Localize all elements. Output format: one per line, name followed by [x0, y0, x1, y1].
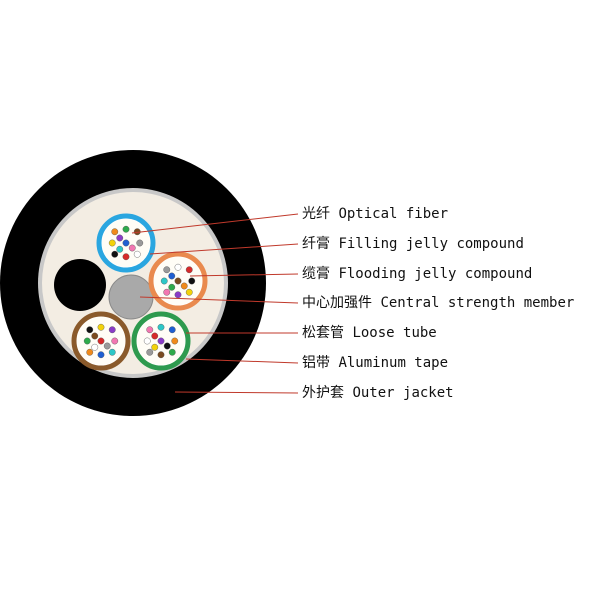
- optical-fiber: [146, 326, 154, 334]
- leader-line: [149, 243, 299, 255]
- optical-fiber: [136, 239, 144, 247]
- optical-fiber: [171, 337, 179, 345]
- leader-line: [189, 273, 299, 277]
- optical-fiber: [174, 277, 182, 285]
- optical-fiber: [91, 343, 99, 351]
- label-optical-fiber: 光纤 Optical fiber: [302, 203, 448, 225]
- optical-fiber: [151, 332, 159, 340]
- optical-fiber: [108, 326, 116, 334]
- optical-fiber: [180, 282, 188, 290]
- label-cn: 松套管: [302, 325, 344, 341]
- optical-fiber: [86, 348, 94, 356]
- label-en: Outer jacket: [352, 385, 454, 401]
- label-central-strength-member: 中心加强件 Central strength member: [302, 292, 574, 314]
- label-cn: 缆膏: [302, 266, 330, 282]
- optical-fiber: [83, 337, 91, 345]
- loose-tubes: [71, 213, 208, 371]
- optical-fiber: [168, 348, 176, 356]
- leader-line: [185, 358, 299, 364]
- tube-blue: [96, 213, 156, 273]
- label-filling-jelly: 纤膏 Filling jelly compound: [302, 233, 524, 255]
- optical-fiber: [163, 266, 171, 274]
- optical-fiber: [146, 348, 154, 356]
- label-en: Optical fiber: [338, 206, 449, 222]
- label-cn: 光纤: [302, 206, 330, 222]
- optical-fiber: [168, 272, 176, 280]
- optical-fiber: [157, 337, 165, 345]
- optical-fiber: [157, 323, 165, 331]
- optical-fiber: [86, 326, 94, 334]
- optical-fiber: [122, 225, 130, 233]
- optical-fiber: [108, 348, 116, 356]
- label-cn: 中心加强件: [302, 295, 372, 311]
- tube-green: [131, 311, 191, 371]
- optical-fiber: [168, 283, 176, 291]
- optical-fiber: [174, 263, 182, 271]
- label-en: Flooding jelly compound: [338, 266, 533, 282]
- optical-fiber: [157, 351, 165, 359]
- optical-fiber: [151, 343, 159, 351]
- label-en: Loose tube: [352, 325, 437, 341]
- optical-fiber: [111, 337, 119, 345]
- label-aluminum-tape: 铝带 Aluminum tape: [302, 352, 448, 374]
- label-en: Filling jelly compound: [338, 236, 524, 252]
- optical-fiber: [128, 244, 136, 252]
- optical-fiber: [108, 239, 116, 247]
- optical-fiber: [143, 337, 151, 345]
- label-cn: 外护套: [302, 385, 344, 401]
- optical-fiber: [122, 253, 130, 261]
- optical-fiber: [188, 277, 196, 285]
- optical-fiber: [97, 337, 105, 345]
- optical-fiber: [163, 288, 171, 296]
- optical-fiber: [111, 228, 119, 236]
- label-leader-lines: [131, 213, 299, 394]
- optical-fiber: [163, 342, 171, 350]
- label-flooding-jelly: 缆膏 Flooding jelly compound: [302, 263, 532, 285]
- optical-fiber: [116, 234, 124, 242]
- optical-fiber: [97, 323, 105, 331]
- optical-fiber: [116, 245, 124, 253]
- label-cn: 纤膏: [302, 236, 330, 252]
- optical-fiber: [133, 250, 141, 258]
- label-outer-jacket: 外护套 Outer jacket: [302, 382, 454, 404]
- leader-line: [139, 296, 299, 304]
- label-cn: 铝带: [302, 355, 330, 371]
- label-en: Aluminum tape: [338, 355, 449, 371]
- optical-fiber: [97, 351, 105, 359]
- optical-fiber: [91, 332, 99, 340]
- leader-line: [174, 391, 299, 394]
- optical-fiber: [122, 239, 130, 247]
- label-loose-tube: 松套管 Loose tube: [302, 322, 437, 344]
- filler-rod: [54, 259, 106, 311]
- optical-fiber: [160, 277, 168, 285]
- tube-orange: [148, 251, 208, 311]
- optical-fiber: [185, 266, 193, 274]
- optical-fiber: [111, 250, 119, 258]
- optical-fiber: [168, 326, 176, 334]
- leader-line: [131, 213, 299, 234]
- optical-fiber: [103, 342, 111, 350]
- optical-fiber: [174, 291, 182, 299]
- label-en: Central strength member: [380, 295, 575, 311]
- optical-fiber: [185, 288, 193, 296]
- tube-brown: [71, 311, 131, 371]
